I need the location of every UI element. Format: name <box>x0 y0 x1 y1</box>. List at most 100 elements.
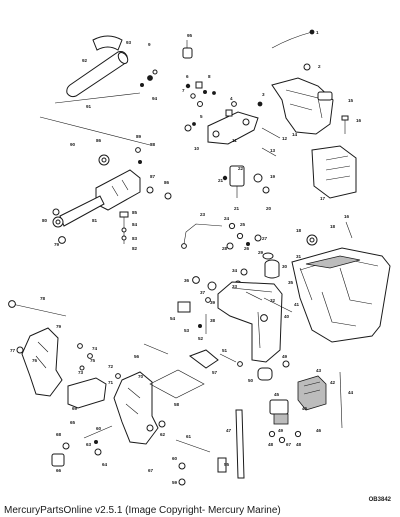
rod-part-90 <box>39 116 151 146</box>
spacer-part-50 <box>257 367 273 381</box>
callout-68: 68 <box>56 432 62 437</box>
callout-91: 91 <box>86 104 92 109</box>
callout-45: 45 <box>274 392 280 397</box>
clip-part-2 <box>303 63 311 71</box>
callout-47: 47 <box>226 428 232 433</box>
callout-50: 50 <box>248 378 254 383</box>
callout-46: 46 <box>302 406 308 411</box>
callout-87: 87 <box>150 174 156 179</box>
callout-79b: 79 <box>56 324 62 329</box>
callout-83: 83 <box>132 236 138 241</box>
callout-42: 42 <box>330 380 336 385</box>
callout-41: 41 <box>294 302 300 307</box>
callout-53: 53 <box>184 328 190 333</box>
stud-part-44 <box>339 371 343 429</box>
callout-89: 89 <box>136 134 142 139</box>
callout-29: 29 <box>258 250 264 255</box>
swivel-bracket-part-14 <box>271 77 334 135</box>
callout-66: 66 <box>56 468 62 473</box>
callout-20: 20 <box>266 206 272 211</box>
callout-49b: 49 <box>278 428 284 433</box>
callout-labels: 93 92 91 90 94 9 95 6 7 8 1 2 3 4 5 11 1… <box>10 30 362 485</box>
callout-61: 61 <box>186 434 192 439</box>
callout-37: 37 <box>200 290 206 295</box>
callout-11: 11 <box>232 138 237 143</box>
small-fitting-95 <box>182 40 193 59</box>
callout-95: 95 <box>187 33 193 38</box>
callout-17: 17 <box>320 196 326 201</box>
callout-69: 69 <box>72 406 78 411</box>
callout-82: 82 <box>132 246 138 251</box>
callout-6: 6 <box>186 74 189 79</box>
link-rod-part-23 <box>181 223 223 249</box>
callout-28: 28 <box>222 246 228 251</box>
bolt-stack-82-83-84-85 <box>119 211 129 244</box>
callout-32: 32 <box>270 298 276 303</box>
callout-73: 73 <box>78 370 84 375</box>
stern-bracket-part-70 <box>113 371 159 445</box>
callout-63: 63 <box>86 442 92 447</box>
callout-24: 24 <box>224 216 230 221</box>
bolt-part-61 <box>175 439 211 453</box>
callout-2: 2 <box>318 64 321 69</box>
callout-36: 36 <box>184 278 190 283</box>
washer-part-86 <box>98 154 110 166</box>
callout-75: 75 <box>90 358 96 363</box>
callout-85: 85 <box>132 210 138 215</box>
callout-10: 10 <box>194 146 200 151</box>
callout-18: 18 <box>330 224 336 229</box>
small-hardware-6-7-8 <box>185 81 216 107</box>
link-part-57 <box>188 349 219 369</box>
callout-34: 34 <box>232 268 238 273</box>
callout-54: 54 <box>170 316 176 321</box>
callout-90: 90 <box>70 142 76 147</box>
tilt-pin-part-41-38 <box>205 297 293 334</box>
callout-16: 16 <box>356 118 362 123</box>
callout-35: 35 <box>288 280 294 285</box>
callout-60: 60 <box>96 426 102 431</box>
callout-74: 74 <box>92 346 98 351</box>
callout-81: 81 <box>92 218 98 223</box>
driveshaft-housing-part-31 <box>291 247 391 343</box>
pin-part-12-13 <box>261 127 281 157</box>
shaft-part-47 <box>235 409 245 479</box>
stern-bracket-part-76 <box>21 327 63 397</box>
drawing-code: OB3842 <box>368 497 391 503</box>
callout-8: 8 <box>208 74 211 79</box>
callout-16b: 16 <box>344 214 350 219</box>
callout-86: 86 <box>96 138 102 143</box>
callout-94: 94 <box>152 96 158 101</box>
callout-38: 38 <box>210 318 216 323</box>
callout-48: 48 <box>268 442 274 447</box>
callout-26: 26 <box>244 246 250 251</box>
tilt-lever-part-21-22-20-19 <box>222 165 270 198</box>
callout-62: 62 <box>160 432 166 437</box>
footer-copyright: MercuryPartsOnline v2.5.1 (Image Copyrig… <box>4 505 281 516</box>
callout-5: 5 <box>200 114 203 119</box>
bracket-bolt-part-32 <box>245 291 263 301</box>
callout-31: 31 <box>296 254 302 259</box>
rod-part-91 <box>54 92 141 104</box>
callout-30: 30 <box>282 264 288 269</box>
callout-25: 25 <box>240 222 246 227</box>
callout-93: 93 <box>126 40 132 45</box>
clip-part-49-br <box>282 360 290 368</box>
callout-39: 39 <box>210 300 216 305</box>
callout-58: 58 <box>174 402 180 407</box>
callout-57: 57 <box>212 370 218 375</box>
clamp-bracket-part-40 <box>217 281 283 363</box>
tilt-lever-part-58 <box>149 369 205 399</box>
bolt-part-60 <box>83 425 113 439</box>
hardware-55-59 <box>178 457 227 486</box>
callout-67b: 67 <box>286 442 292 447</box>
callout-78: 78 <box>40 296 46 301</box>
hardware-24-25-26-27-28 <box>226 222 262 250</box>
sleeve-part-93 <box>92 35 123 51</box>
callout-9: 9 <box>148 42 151 47</box>
hardware-89-88-87 <box>135 147 172 200</box>
callout-21b: 21 <box>234 206 240 211</box>
callout-70: 70 <box>138 374 144 379</box>
callout-23: 23 <box>200 212 206 217</box>
callout-1: 1 <box>316 30 319 35</box>
